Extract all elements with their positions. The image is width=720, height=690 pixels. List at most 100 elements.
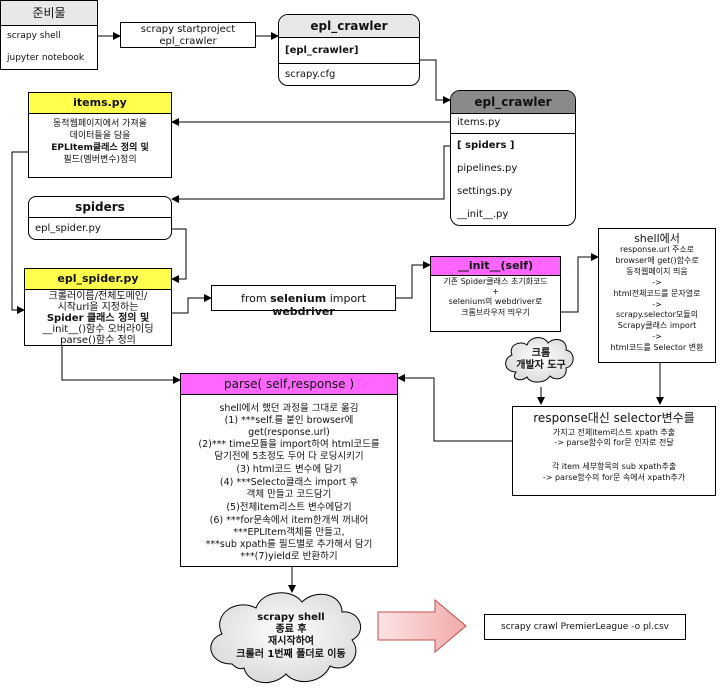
selenium-import-text: from selenium import webdriver	[212, 292, 395, 319]
package-item-pipelines: pipelines.py	[457, 163, 518, 174]
shell-line-4: html전체코드를 문자열로	[613, 289, 701, 298]
parse-line-2: get(response.url)	[248, 427, 330, 438]
arrow-selenium-to-init	[396, 261, 431, 299]
parse-line-1: (1) ***self.를 붙인 browser에	[224, 415, 354, 426]
response-line-4: -> parse함수의 for문 속에서 xpath추가	[542, 473, 686, 482]
startproject-box: scrapy startproject epl_crawler	[120, 22, 256, 48]
response-line-1: -> parse함수의 for문 인자로 전달	[554, 438, 674, 447]
response-box: response대신 selector변수를 가지고 전체item리스트 xpa…	[512, 406, 716, 496]
init-line4: 크롬브라우저 띄우기	[461, 308, 530, 317]
parse-line-8: (5)전체item리스트 변수에담기	[226, 502, 352, 513]
shell-line-1: browser에 get()함수로	[615, 256, 699, 265]
parse-line-6: (4) ***Selecto클래스 import 후	[219, 477, 359, 488]
startproject-line2: epl_crawler	[159, 36, 217, 47]
arrow-spiders-to-eplspider	[171, 228, 187, 283]
selenium-import-box: from selenium import webdriver	[211, 285, 396, 318]
prep-box: 준비물 scrapy shell jupyter notebook	[0, 0, 98, 70]
response-line-0: 가지고 전체item리스트 xpath 추출	[552, 428, 676, 437]
package-item-settings: settings.py	[457, 186, 513, 197]
init-line3: selenium의 webdriver로	[448, 297, 543, 306]
package-title: epl_crawler	[451, 91, 575, 114]
parse-line-5: (3) html코드 변수에 담기	[236, 464, 342, 475]
shell-line-5: ->	[652, 300, 662, 309]
cloud-bottom-shape	[210, 592, 362, 683]
cloud-devtools-line2: 개발자 도구	[516, 360, 566, 372]
shell-line-0: response.url 주소로	[619, 245, 695, 254]
project-root-item-cfg: scrapy.cfg	[285, 69, 336, 80]
selenium-pre: from	[240, 292, 271, 305]
items-py-line1: 동적웹페이지에서 가져올	[53, 119, 147, 129]
epl-spider-box: epl_spider.py 크롤러이름/전체도메인/ 시작url을 지정하는 S…	[24, 268, 172, 346]
response-title: response대신 selector변수를	[533, 411, 695, 425]
parse-line-9: (6) ***for문속에서 item한개씩 꺼내어	[209, 515, 369, 526]
project-root-item-pkg: [epl_crawler]	[285, 45, 359, 56]
crawl-command-box: scrapy crawl PremierLeague -o pl.csv	[484, 614, 686, 640]
arrow-package-to-spiders	[171, 145, 452, 203]
spiders-box: spiders epl_spider.py	[28, 196, 172, 240]
shell-line-8: ->	[652, 332, 662, 341]
epl-spider-title: epl_spider.py	[25, 269, 171, 290]
arrow-eplspider-to-parse	[61, 346, 181, 384]
items-py-title: items.py	[29, 93, 171, 114]
parse-box: parse( self,response ) shell에서 했던 과정을 그대…	[180, 373, 398, 567]
cloud-bottom-line2: 종료 후	[275, 624, 307, 636]
parse-line-12: ***(7)yield로 반환하기	[240, 551, 338, 562]
epl-spider-line1: 크롤러이름/전체도메인/	[48, 291, 148, 302]
prep-item-jupyter: jupyter notebook	[7, 53, 85, 63]
parse-line-3: (2)*** time모듈을 import하여 html코드를	[198, 439, 380, 450]
arrow-response-to-parse	[397, 374, 512, 442]
project-root-title: epl_crawler	[279, 15, 419, 38]
shell-line-9: html코드를 Selector 변환	[610, 343, 704, 352]
response-line-3: 각 item 세부항목의 sub xpath추출	[551, 462, 677, 471]
big-right-arrow-shape	[377, 598, 467, 654]
shell-line-3: ->	[652, 278, 662, 287]
cloud-bottom-line1: scrapy shell	[257, 612, 325, 623]
prep-item-scrapy-shell: scrapy shell	[7, 31, 61, 41]
parse-line-7: 객체 만들고 코드담기	[246, 489, 332, 500]
crawl-command-text: scrapy crawl PremierLeague -o pl.csv	[501, 622, 669, 632]
shell-line-7: Scrapy클래스 import	[617, 321, 697, 330]
shell-box: shell에서 response.url 주소로 browser에 get()함…	[598, 228, 716, 363]
shell-line-2: 동적웹페이지 띄움	[626, 267, 688, 276]
parse-title: parse( self,response )	[181, 374, 397, 395]
init-box: __init__(self) 기존 Spider클래스 초기화코드 + sele…	[430, 256, 561, 332]
items-py-line3: EPLItem클래스 정의 및	[51, 143, 149, 153]
parse-line-0: shell에서 했던 과정을 그대로 옮김	[219, 403, 359, 414]
cloud-devtools-shape	[505, 337, 574, 383]
spiders-title: spiders	[29, 197, 171, 218]
cloud-bottom-line4: 크롤러 1번째 폴더로 이동	[236, 648, 346, 660]
init-title: __init__(self)	[431, 257, 560, 276]
epl-spider-line3: Spider 클래스 정의 및	[46, 313, 150, 324]
arrow-init-to-shell	[561, 253, 599, 313]
cloud-bottom-label: scrapy shell 종료 후 재시작하여 크롤러 1번째 폴더로 이동	[214, 612, 368, 661]
init-line2: +	[492, 287, 499, 296]
startproject-line1: scrapy startproject	[140, 24, 236, 35]
cloud-devtools-label: 크롬 개발자 도구	[508, 348, 574, 372]
shell-line-6: scrapy.selector모듈의	[615, 310, 698, 319]
package-box: epl_crawler items.py [ spiders ] pipelin…	[450, 90, 576, 226]
parse-line-4: 담기전에 5초정도 두어 다 로딩시키기	[214, 451, 364, 462]
selenium-class: webdriver	[272, 305, 335, 319]
arrow-items-to-eplspider	[11, 151, 28, 314]
shell-title: shell에서	[634, 232, 680, 245]
cloud-devtools-line1: 크롬	[531, 348, 551, 359]
spiders-item-epl-spider: epl_spider.py	[35, 223, 101, 234]
parse-line-11: ***sub xpath를 필드별로 추가해서 담기	[205, 539, 373, 550]
items-py-box: items.py 동적웹페이지에서 가져올 데이터들을 담을 EPLItem클래…	[28, 92, 172, 178]
package-item-items: items.py	[457, 117, 501, 128]
items-py-line4: 필드(멤버변수)정의	[63, 155, 137, 165]
package-item-init: __init__.py	[457, 209, 509, 220]
items-py-line2: 데이터들을 담을	[69, 131, 131, 141]
parse-line-10: ***EPLItem객체를 만들고,	[233, 527, 345, 538]
project-root-box: epl_crawler [epl_crawler] scrapy.cfg	[278, 14, 420, 86]
epl-spider-line5: parse()함수 정의	[60, 335, 136, 346]
arrow-root-to-package	[420, 59, 451, 104]
selenium-module: selenium	[270, 292, 327, 305]
init-line1: 기존 Spider클래스 초기화코드	[443, 277, 548, 286]
epl-spider-line4: __init__()함수 오버라이딩	[42, 324, 154, 335]
package-item-spiders: [ spiders ]	[457, 140, 515, 151]
cloud-bottom-line3: 재시작하여	[268, 636, 314, 648]
epl-spider-line2: 시작url을 지정하는	[57, 302, 139, 313]
arrow-eplspider-to-selenium	[172, 294, 212, 314]
